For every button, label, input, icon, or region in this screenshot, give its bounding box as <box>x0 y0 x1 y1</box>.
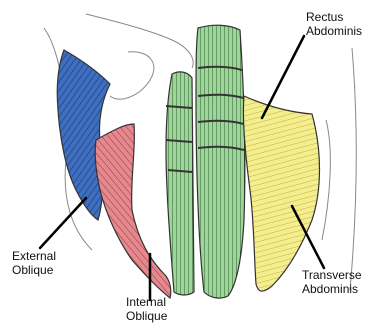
transverse-abdominis-muscle <box>243 96 319 291</box>
external-oblique-label: External Oblique <box>12 249 56 277</box>
rectus-label-line2: Abdominis <box>306 24 362 38</box>
rectus-label-line1: Rectus <box>306 10 362 24</box>
transverse-label-line2: Abdominis <box>302 282 362 296</box>
internal-label-line2: Oblique <box>126 309 167 323</box>
rectus-leader-line <box>262 36 304 118</box>
internal-oblique-label: Internal Oblique <box>126 295 167 323</box>
rectus-abdominis-label: Rectus Abdominis <box>306 10 362 38</box>
internal-label-line1: Internal <box>126 295 167 309</box>
external-leader-line <box>40 198 86 248</box>
transverse-abdominis-label: Transverse Abdominis <box>302 268 362 296</box>
internal-oblique-muscle <box>95 124 171 298</box>
external-label-line2: Oblique <box>12 263 56 277</box>
transverse-label-line1: Transverse <box>302 268 362 282</box>
external-label-line1: External <box>12 249 56 263</box>
